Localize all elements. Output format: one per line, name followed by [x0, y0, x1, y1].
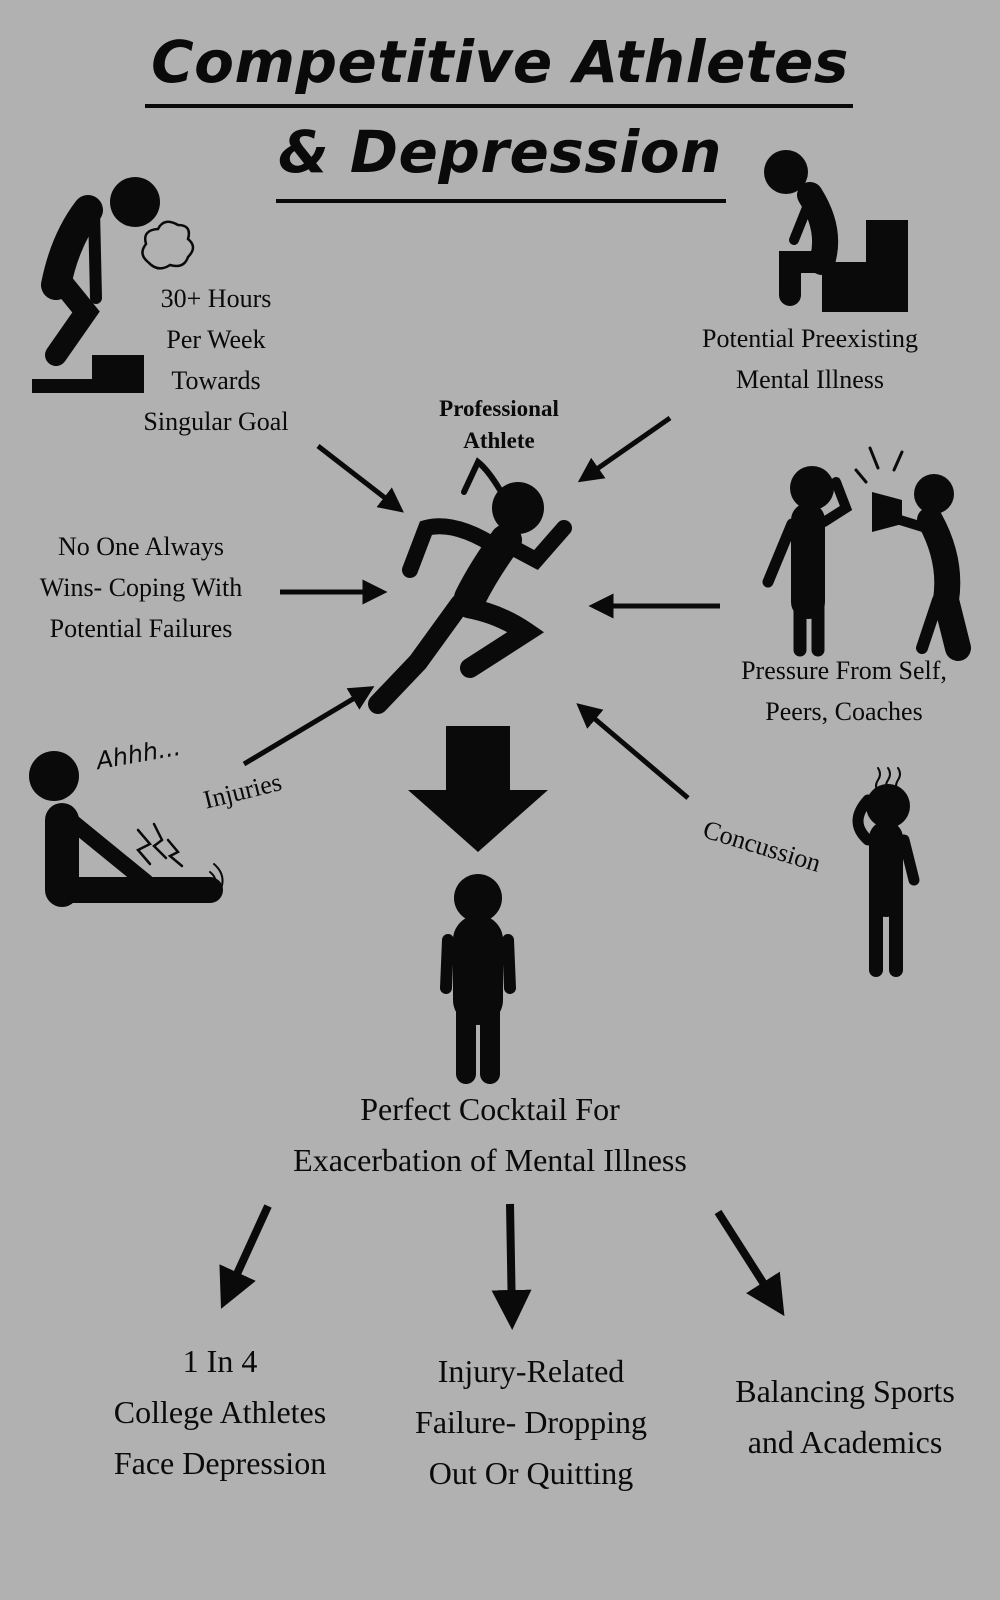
professional-athlete-label: Professional Athlete: [439, 396, 559, 453]
factor-arrows: [242, 415, 720, 800]
exhausted-person-icon: [32, 177, 160, 393]
result-label: Perfect Cocktail For Exacerbation of Men…: [293, 1091, 687, 1178]
title-underline-2: [276, 199, 726, 203]
preexisting-label: Potential Preexisting Mental Illness: [702, 324, 918, 394]
outcome-balance-label: Balancing Sports and Academics: [735, 1373, 955, 1460]
breath-puff-icon: [141, 220, 195, 270]
title-underline-1: [145, 104, 853, 108]
outcome-statistic-label: 1 In 4 College Athletes Face Depression: [113, 1343, 327, 1481]
depressed-person-icon: [440, 874, 516, 1084]
yelling-coach-icon: [762, 446, 971, 661]
outcome-dropout-label: Injury-Related Failure- Dropping Out Or …: [415, 1353, 647, 1491]
title-line-2: & Depression: [278, 118, 722, 186]
outcome-arrows: [219, 1203, 785, 1330]
concussion-person-icon: [852, 767, 920, 977]
hours-label: 30+ Hours Per Week Towards Singular Goal: [143, 284, 289, 436]
failures-label: No One Always Wins- Coping With Potentia…: [39, 532, 243, 643]
toilet-person-icon: [764, 150, 908, 312]
title-line-1: Competitive Athletes: [151, 28, 849, 96]
runner-athlete-icon: [368, 457, 572, 714]
injured-person-icon: [29, 751, 224, 907]
big-down-arrow: [408, 726, 548, 852]
pressure-label: Pressure From Self, Peers, Coaches: [741, 656, 947, 726]
